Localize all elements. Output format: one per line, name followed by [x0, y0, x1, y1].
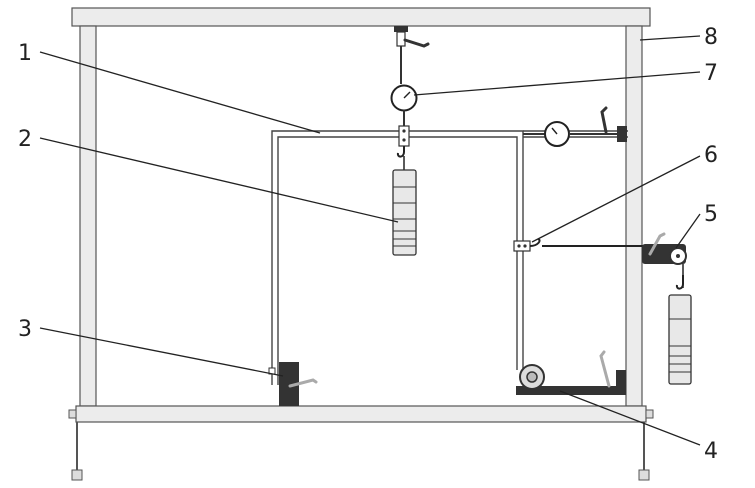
frame-left-foot	[71, 469, 83, 481]
side-gauge-clamp	[617, 126, 627, 142]
fixed-support-lever-icon	[288, 378, 318, 388]
leader-line-7	[413, 71, 701, 96]
roller-hub	[526, 371, 538, 383]
horizontal-load-assembly	[513, 232, 692, 385]
side-clamp-lever-icon	[600, 106, 608, 134]
horizontal-weight-stack	[668, 294, 692, 385]
fixed-support-clamp	[268, 362, 318, 406]
top-clamp-block	[394, 26, 408, 32]
outer-frame	[68, 7, 654, 481]
dial-gauge-top-needle	[403, 91, 411, 99]
callout-7: 7	[704, 61, 718, 86]
cable-clamp	[513, 240, 531, 252]
top-clamp-lever-icon	[403, 38, 430, 48]
leader-line-6	[531, 155, 701, 243]
frame-top-beam	[71, 7, 651, 27]
callout-5: 5	[704, 202, 718, 227]
cable-hook-icon	[529, 238, 541, 247]
portal-outer-edge	[271, 130, 524, 385]
leader-line-3	[39, 327, 284, 377]
cable-clamp-bolt-2	[523, 244, 527, 248]
roller-support-base-plate	[516, 386, 625, 395]
callout-labels: 1 2 3 4 5 6 7 8	[18, 25, 718, 464]
vertical-weight-stack	[392, 169, 417, 256]
frame-right-knob	[645, 409, 654, 419]
side-gauge-assembly	[523, 106, 627, 147]
frame-base-beam	[75, 405, 647, 423]
callout-8: 8	[704, 25, 718, 50]
dial-gauge-side-needle	[551, 127, 558, 135]
fixed-support-block	[279, 362, 299, 406]
top-load-clamp-bolt-2	[402, 138, 406, 142]
pulley-axle	[676, 254, 680, 258]
roller-support-end-block	[616, 370, 626, 395]
leader-line-5	[675, 213, 701, 249]
portal-inner-edge	[277, 136, 518, 385]
callout-3: 3	[18, 317, 32, 342]
frame-right-foot	[638, 469, 650, 481]
roller-support-lever-icon	[599, 350, 611, 388]
pulley-hook-icon	[675, 275, 684, 290]
frame-left-post	[79, 25, 97, 407]
callout-1: 1	[18, 41, 32, 66]
pulley-clamp-lever-icon	[648, 232, 666, 256]
leader-line-1	[39, 51, 321, 134]
frame-right-post	[625, 25, 643, 407]
portal-frame-specimen	[271, 130, 628, 385]
leader-line-8	[639, 35, 701, 41]
cable-clamp-bolt-1	[517, 244, 521, 248]
vertical-load-hanger	[392, 146, 417, 256]
leader-lines	[39, 35, 701, 446]
callout-6: 6	[704, 143, 718, 168]
roller-support	[516, 350, 626, 395]
leader-line-2	[39, 137, 399, 223]
top-load-clamp	[398, 125, 410, 147]
callout-2: 2	[18, 127, 32, 152]
leader-line-4	[559, 390, 701, 446]
vertical-hook-icon	[396, 146, 405, 158]
top-clamp-body	[396, 31, 406, 47]
top-load-clamp-bolt-1	[402, 129, 406, 133]
callout-4: 4	[704, 439, 718, 464]
top-clamp-assembly	[390, 26, 430, 147]
frame-left-knob	[68, 409, 77, 419]
